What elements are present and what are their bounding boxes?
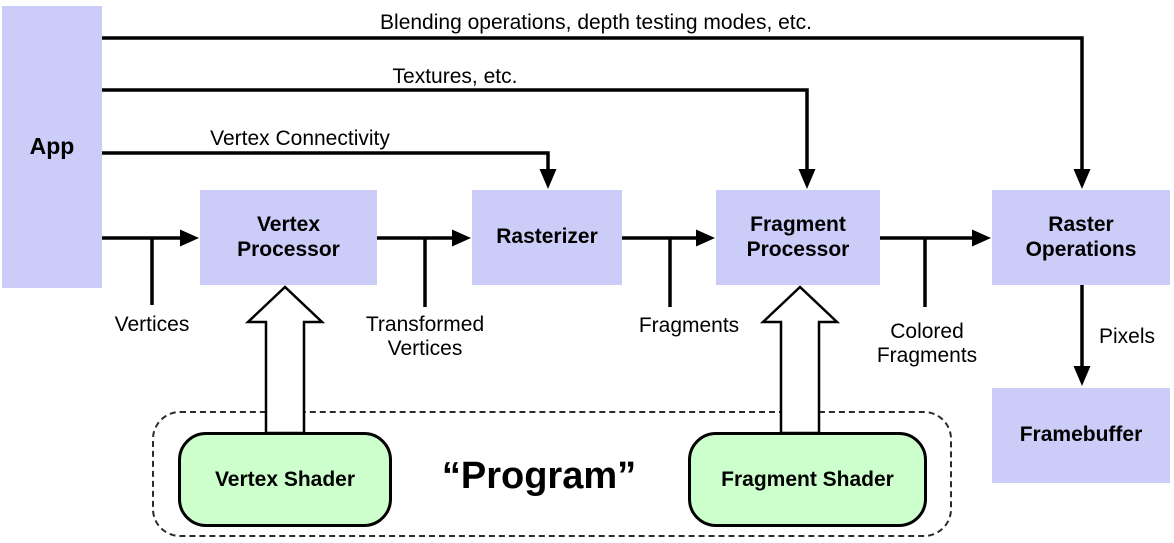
node-rasterizer: Rasterizer — [472, 190, 622, 285]
edge-textures-line — [102, 88, 809, 170]
vertex-shader-uplink-arrow — [244, 285, 326, 435]
edge-lines — [102, 36, 1084, 368]
edge-vertex-connectivity-line — [102, 151, 550, 170]
node-framebuffer: Framebuffer — [992, 388, 1170, 483]
label-blending-operations: Blending operations, depth testing modes… — [380, 11, 812, 34]
arrowhead-down-vertex-connectivity — [539, 169, 557, 189]
edge-blending-line — [102, 36, 1084, 170]
arrowhead-right-into-vertex-processor — [180, 229, 199, 247]
program-group-label: “Program” — [441, 455, 637, 497]
arrowhead-right-into-raster-operations — [972, 229, 991, 247]
node-fragment-shader: Fragment Shader — [688, 432, 927, 527]
shader-block-arrows — [244, 285, 841, 435]
label-colored-fragments: Colored Fragments — [876, 320, 978, 368]
node-fragment-processor: Fragment Processor — [716, 190, 880, 285]
arrowhead-down-textures — [798, 169, 816, 189]
label-fragments: Fragments — [638, 314, 740, 337]
node-vertex-shader: Vertex Shader — [178, 432, 392, 527]
node-vertex-processor: Vertex Processor — [200, 190, 377, 285]
program-group-outline — [152, 411, 952, 537]
label-pixels: Pixels — [1098, 325, 1156, 348]
arrowhead-down-into-framebuffer — [1073, 366, 1091, 386]
fragment-shader-uplink-arrow — [759, 285, 841, 435]
label-vertices: Vertices — [114, 313, 190, 336]
arrowhead-right-into-rasterizer — [452, 229, 471, 247]
node-app: App — [2, 6, 102, 288]
label-vertex-connectivity: Vertex Connectivity — [210, 127, 390, 150]
node-raster-operations: Raster Operations — [992, 190, 1170, 285]
arrowheads — [180, 169, 1091, 386]
arrowhead-down-blending — [1073, 169, 1091, 189]
label-transformed-vertices: Transformed Vertices — [365, 313, 485, 361]
label-textures: Textures, etc. — [392, 65, 518, 88]
arrowhead-right-into-fragment-processor — [696, 229, 715, 247]
